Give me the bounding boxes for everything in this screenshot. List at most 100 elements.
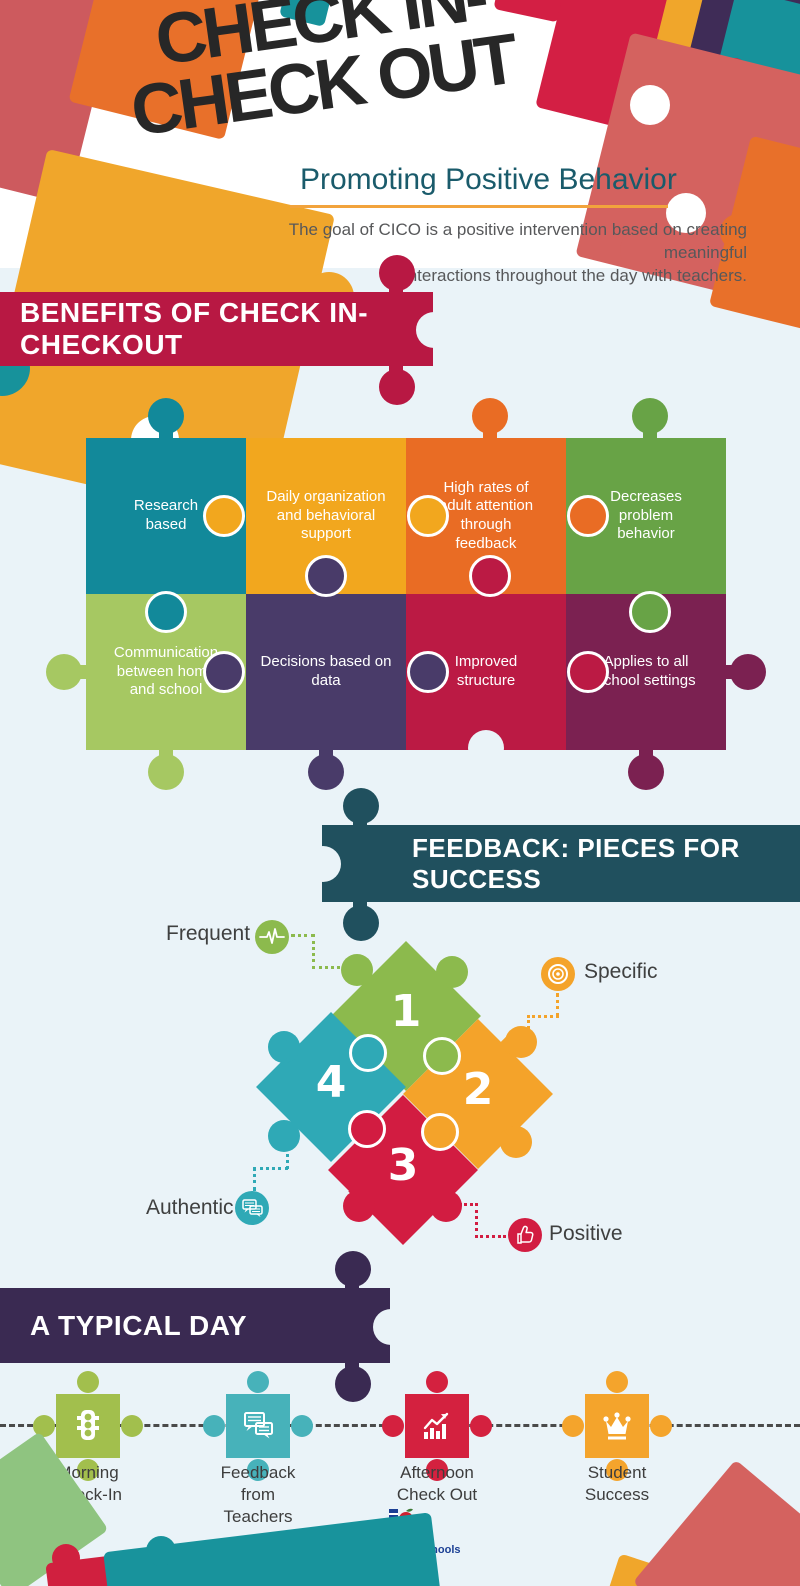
- puzzle-knob: [407, 651, 449, 693]
- target-icon: [541, 957, 575, 991]
- dotted-connector: [527, 1015, 530, 1041]
- traffic-light-icon: [77, 1410, 99, 1440]
- banner-notch: [305, 846, 341, 882]
- benefit-label: Communication between home and school: [113, 643, 219, 699]
- feedback-number-1: 1: [390, 986, 422, 1037]
- callout-frequent: Frequent: [166, 922, 251, 945]
- step-afternoon-check-out: [405, 1394, 469, 1458]
- puzzle-knob: [33, 1415, 55, 1437]
- puzzle-knob: [305, 555, 347, 597]
- puzzle-knob: [247, 1371, 269, 1393]
- puzzle-knob: [148, 754, 184, 790]
- dotted-connector: [556, 993, 559, 1017]
- dotted-connector: [475, 1203, 478, 1238]
- puzzle-notch: [666, 193, 706, 233]
- banner-knob-neck: [345, 1277, 359, 1291]
- feedback-number-4: 4: [315, 1057, 347, 1108]
- puzzle-knob: [650, 1415, 672, 1437]
- step-feedback-from-teachers: [226, 1394, 290, 1458]
- puzzle-knob: [407, 495, 449, 537]
- dotted-connector: [527, 1015, 559, 1018]
- step-label: Feedback from Teachers: [220, 1463, 296, 1527]
- puzzle-knob: [145, 591, 187, 633]
- banner-knob-neck: [353, 814, 367, 828]
- speech-bubbles-icon: [244, 1412, 273, 1439]
- puzzle-knob: [291, 1415, 313, 1437]
- puzzle-knob-neck: [726, 665, 740, 679]
- puzzle-knob: [203, 495, 245, 537]
- chat-icon: [235, 1191, 269, 1225]
- typical-day-banner: A TYPICAL DAY: [0, 1288, 390, 1363]
- puzzle-knob: [628, 754, 664, 790]
- step-morning-check-in: [56, 1394, 120, 1458]
- dotted-connector: [253, 1167, 288, 1170]
- puzzle-knob: [426, 1371, 448, 1393]
- puzzle-knob: [606, 1459, 628, 1481]
- typical-day-banner-label: A TYPICAL DAY: [30, 1309, 248, 1341]
- puzzle-knob: [348, 1110, 386, 1148]
- puzzle-knob: [77, 1459, 99, 1481]
- puzzle-knob: [77, 1371, 99, 1393]
- benefit-label: Research based: [133, 497, 199, 533]
- puzzle-knob: [247, 1459, 269, 1481]
- banner-knob: [335, 1366, 371, 1402]
- benefit-piece: Decisions based on data: [246, 594, 406, 750]
- banner-knob-neck: [345, 1355, 359, 1369]
- dotted-connector: [286, 1148, 289, 1169]
- dotted-connector: [459, 1203, 478, 1206]
- puzzle-knob: [146, 1536, 176, 1566]
- banner-notch: [373, 1309, 409, 1345]
- page-title: CHECK IN- CHECK OUT: [118, 0, 562, 151]
- benefit-label: Decreases problem behavior: [610, 487, 682, 543]
- feedback-number-3: 3: [387, 1140, 419, 1191]
- benefit-label: Applies to all school settings: [596, 653, 696, 689]
- puzzle-knob: [629, 591, 671, 633]
- banner-knob: [379, 369, 415, 405]
- crown-icon: [603, 1412, 631, 1440]
- puzzle-knob: [567, 651, 609, 693]
- puzzle-knob-neck: [159, 424, 173, 438]
- step-student-success: [585, 1394, 649, 1458]
- banner-knob: [343, 905, 379, 941]
- feedback-banner: FEEDBACK: PIECES FOR SUCCESS: [322, 825, 800, 902]
- step-label: Student Success: [584, 1463, 650, 1505]
- benefits-banner: BENEFITS OF CHECK IN-CHECKOUT: [0, 292, 433, 366]
- benefit-label: Decisions based on data: [260, 653, 392, 689]
- feedback-banner-label: FEEDBACK: PIECES FOR SUCCESS: [412, 832, 740, 894]
- puzzle-knob: [423, 1037, 461, 1075]
- benefit-label: Improved structure: [454, 653, 518, 689]
- puzzle-knob-neck: [159, 744, 173, 758]
- puzzle-knob: [469, 555, 511, 597]
- puzzle-knob: [52, 1544, 80, 1572]
- goal-text: The goal of CICO is a positive intervent…: [202, 219, 747, 288]
- dotted-connector: [253, 1167, 256, 1191]
- puzzle-knob: [349, 1034, 387, 1072]
- puzzle-knob-neck: [319, 744, 333, 758]
- puzzle-knob: [720, 214, 756, 250]
- callout-specific: Specific: [584, 960, 658, 983]
- banner-knob-neck: [353, 894, 367, 908]
- puzzle-knob: [470, 1415, 492, 1437]
- banner-knob-neck: [389, 278, 403, 292]
- puzzle-knob-neck: [639, 744, 653, 758]
- benefit-piece: Improved structure: [406, 594, 566, 750]
- puzzle-knob: [562, 1415, 584, 1437]
- puzzle-knob: [606, 1371, 628, 1393]
- dotted-connector: [312, 966, 352, 969]
- goal-line2: interactions throughout the day with tea…: [403, 265, 747, 285]
- puzzle-notch: [630, 85, 670, 125]
- callout-positive: Positive: [549, 1222, 623, 1245]
- dotted-connector: [291, 934, 315, 937]
- dotted-connector: [475, 1235, 506, 1238]
- dotted-connector: [312, 934, 315, 969]
- puzzle-knob: [308, 754, 344, 790]
- feedback-number-2: 2: [462, 1064, 494, 1115]
- puzzle-knob: [567, 495, 609, 537]
- header: CHECK IN- CHECK OUT Promoting Positive B…: [0, 0, 800, 526]
- callout-authentic: Authentic: [146, 1196, 234, 1219]
- puzzle-knob: [426, 1459, 448, 1481]
- thumbs-up-icon: [508, 1218, 542, 1252]
- banner-knob-neck: [389, 358, 403, 372]
- puzzle-knob-neck: [72, 665, 86, 679]
